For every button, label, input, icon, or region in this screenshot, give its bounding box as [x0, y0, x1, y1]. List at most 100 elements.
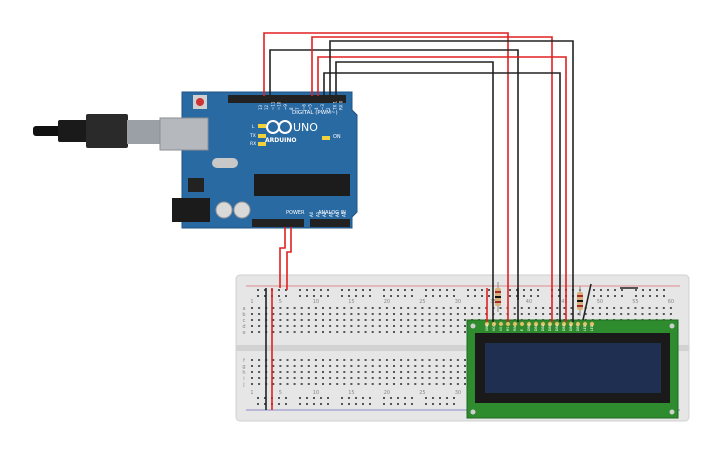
breadboard-hole[interactable]: [428, 331, 431, 333]
rail-hole[interactable]: [411, 289, 413, 291]
breadboard-hole[interactable]: [449, 377, 452, 379]
breadboard-hole[interactable]: [251, 377, 253, 379]
lcd-pin[interactable]: [554, 321, 560, 327]
breadboard-hole[interactable]: [364, 313, 367, 315]
breadboard-hole[interactable]: [258, 331, 261, 333]
breadboard-hole[interactable]: [371, 371, 374, 373]
lcd-pin[interactable]: [519, 321, 525, 327]
rail-hole[interactable]: [278, 397, 280, 399]
breadboard-hole[interactable]: [371, 313, 374, 315]
rail-hole[interactable]: [404, 295, 406, 297]
rail-hole[interactable]: [397, 397, 399, 399]
breadboard-hole[interactable]: [414, 377, 417, 379]
breadboard-hole[interactable]: [449, 319, 452, 321]
breadboard-hole[interactable]: [449, 313, 452, 315]
breadboard-hole[interactable]: [371, 365, 374, 367]
breadboard-hole[interactable]: [329, 383, 332, 385]
rail-hole[interactable]: [348, 295, 350, 297]
breadboard-hole[interactable]: [464, 359, 466, 361]
rail-hole[interactable]: [306, 295, 308, 297]
breadboard-hole[interactable]: [300, 313, 303, 315]
breadboard-hole[interactable]: [350, 383, 353, 385]
breadboard-hole[interactable]: [307, 319, 310, 321]
breadboard-hole[interactable]: [279, 371, 282, 373]
breadboard-hole[interactable]: [414, 331, 417, 333]
analog-header[interactable]: [310, 219, 350, 227]
breadboard-hole[interactable]: [279, 359, 282, 361]
breadboard-hole[interactable]: [364, 331, 367, 333]
rail-hole[interactable]: [488, 289, 490, 291]
breadboard-hole[interactable]: [286, 313, 289, 315]
rail-hole[interactable]: [558, 289, 560, 291]
breadboard-hole[interactable]: [336, 383, 339, 385]
breadboard-hole[interactable]: [400, 325, 403, 327]
breadboard-hole[interactable]: [329, 331, 332, 333]
rail-hole[interactable]: [278, 289, 280, 291]
breadboard-hole[interactable]: [598, 307, 601, 309]
lcd-pin[interactable]: [533, 321, 539, 327]
breadboard-hole[interactable]: [613, 313, 616, 315]
breadboard-hole[interactable]: [314, 365, 317, 367]
breadboard-hole[interactable]: [350, 313, 353, 315]
rail-hole[interactable]: [320, 403, 322, 405]
breadboard-hole[interactable]: [357, 365, 360, 367]
rail-hole[interactable]: [257, 289, 259, 291]
breadboard-hole[interactable]: [456, 307, 459, 309]
rail-hole[interactable]: [453, 403, 455, 405]
rail-hole[interactable]: [369, 397, 371, 399]
breadboard-hole[interactable]: [478, 307, 481, 309]
breadboard-hole[interactable]: [464, 307, 466, 309]
breadboard-hole[interactable]: [251, 307, 253, 309]
breadboard-hole[interactable]: [520, 313, 523, 315]
breadboard-hole[interactable]: [421, 319, 424, 321]
breadboard-hole[interactable]: [464, 319, 466, 321]
breadboard-hole[interactable]: [286, 319, 289, 321]
breadboard-hole[interactable]: [322, 313, 324, 315]
breadboard-hole[interactable]: [343, 331, 346, 333]
breadboard-hole[interactable]: [648, 313, 651, 315]
breadboard-hole[interactable]: [464, 383, 466, 385]
rail-hole[interactable]: [369, 295, 371, 297]
rail-hole[interactable]: [432, 397, 434, 399]
rail-hole[interactable]: [614, 289, 616, 291]
breadboard-hole[interactable]: [286, 365, 289, 367]
breadboard-hole[interactable]: [350, 359, 353, 361]
breadboard-hole[interactable]: [442, 331, 445, 333]
breadboard-hole[interactable]: [329, 313, 332, 315]
breadboard-hole[interactable]: [357, 359, 360, 361]
rail-hole[interactable]: [341, 289, 343, 291]
breadboard-hole[interactable]: [279, 313, 282, 315]
breadboard-hole[interactable]: [407, 325, 410, 327]
breadboard-hole[interactable]: [428, 371, 431, 373]
breadboard-hole[interactable]: [378, 365, 381, 367]
rail-hole[interactable]: [516, 289, 518, 291]
breadboard-hole[interactable]: [421, 371, 424, 373]
breadboard-hole[interactable]: [258, 383, 261, 385]
breadboard-hole[interactable]: [520, 307, 523, 309]
breadboard-hole[interactable]: [251, 325, 253, 327]
rail-hole[interactable]: [313, 397, 315, 399]
rail-hole[interactable]: [306, 289, 308, 291]
rail-hole[interactable]: [327, 403, 329, 405]
breadboard-hole[interactable]: [414, 307, 417, 309]
breadboard-hole[interactable]: [258, 371, 261, 373]
breadboard-hole[interactable]: [464, 371, 466, 373]
rail-hole[interactable]: [474, 295, 476, 297]
lcd-pin[interactable]: [512, 321, 518, 327]
breadboard-hole[interactable]: [385, 325, 388, 327]
breadboard-hole[interactable]: [464, 325, 466, 327]
breadboard-hole[interactable]: [435, 319, 438, 321]
breadboard-hole[interactable]: [343, 307, 346, 309]
breadboard-hole[interactable]: [300, 377, 303, 379]
breadboard-hole[interactable]: [364, 325, 367, 327]
breadboard-hole[interactable]: [570, 307, 573, 309]
breadboard-hole[interactable]: [357, 325, 360, 327]
rail-hole[interactable]: [313, 295, 315, 297]
wires[interactable]: [263, 32, 638, 410]
breadboard-hole[interactable]: [293, 377, 296, 379]
breadboard-hole[interactable]: [307, 331, 310, 333]
rail-hole[interactable]: [481, 289, 483, 291]
breadboard-hole[interactable]: [407, 383, 410, 385]
rail-hole[interactable]: [621, 289, 623, 291]
breadboard-hole[interactable]: [357, 377, 360, 379]
